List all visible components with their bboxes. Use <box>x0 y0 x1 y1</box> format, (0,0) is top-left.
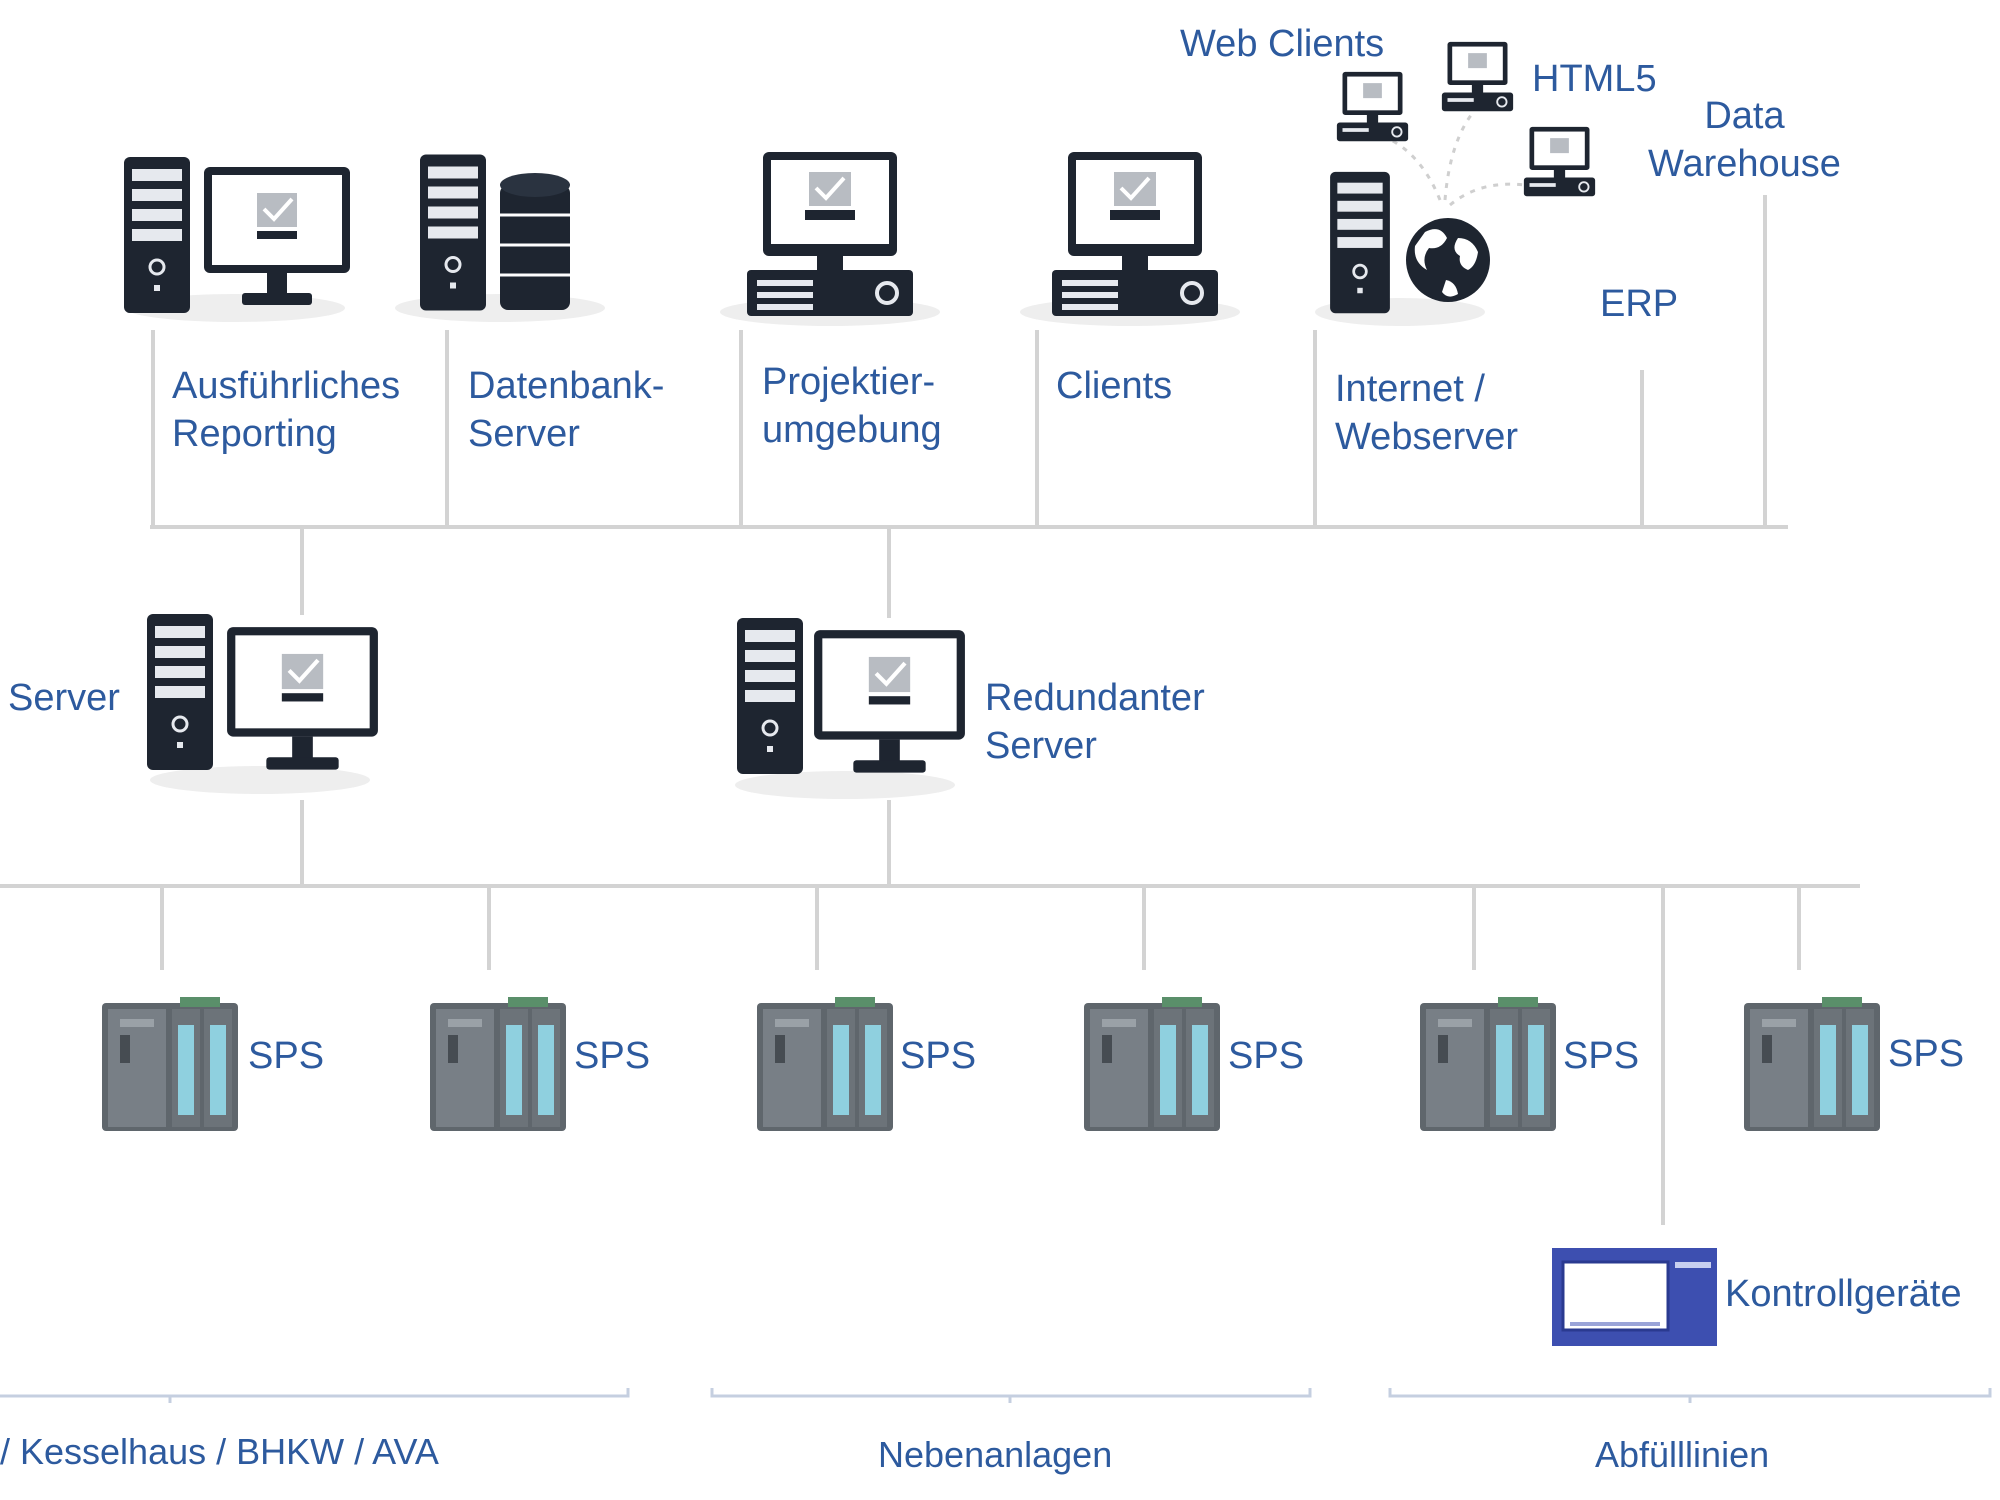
data-warehouse-label: Data Warehouse <box>1648 95 1841 185</box>
server-device <box>145 612 378 794</box>
server-label: Server <box>8 677 120 719</box>
plc-device <box>1420 997 1556 1131</box>
plc-device <box>430 997 566 1131</box>
client-workstation-device <box>1020 150 1240 326</box>
web-client-device <box>1440 40 1515 113</box>
web-client-links <box>1379 109 1526 207</box>
erp-label: ERP <box>1600 283 1679 325</box>
group-brackets <box>0 1388 1992 1403</box>
web-client-device <box>1522 125 1597 198</box>
control-devices-label: Kontrollgeräte <box>1725 1273 1962 1315</box>
database-server-label: Datenbank- Server <box>468 365 665 455</box>
plc-label: SPS <box>900 1035 977 1077</box>
group-label-middle: Nebenanlagen <box>878 1434 1113 1475</box>
web-client-device <box>1335 70 1410 143</box>
clients-label: Clients <box>1056 365 1173 407</box>
plc-device <box>757 997 893 1131</box>
web-clients-label: Web Clients <box>1180 23 1385 65</box>
plc-device <box>1744 997 1880 1131</box>
group-label-left: / Kesselhaus / BHKW / AVA <box>0 1431 439 1472</box>
plc-label: SPS <box>248 1035 325 1077</box>
globe-icon <box>1406 218 1490 302</box>
webserver-label: Internet / Webserver <box>1335 368 1519 458</box>
plc-device <box>102 997 238 1131</box>
reporting-label: Ausführliches Reporting <box>172 365 401 455</box>
engineering-environment-label: Projektier- umgebung <box>762 361 942 451</box>
group-label-right: Abfülllinien <box>1595 1434 1770 1475</box>
html5-label: HTML5 <box>1532 58 1657 100</box>
connection-lines <box>0 195 1860 1225</box>
engineering-workstation-device <box>720 150 940 326</box>
database-icon <box>500 173 570 310</box>
database-server-device <box>395 152 605 322</box>
plc-label: SPS <box>1563 1035 1640 1077</box>
plc-device <box>1084 997 1220 1131</box>
webserver-device <box>1315 170 1490 326</box>
plc-label: SPS <box>1228 1035 1305 1077</box>
plc-label: SPS <box>1888 1033 1965 1075</box>
redundant-server-device <box>735 616 965 799</box>
redundant-server-label: Redundanter Server <box>985 677 1205 767</box>
reporting-device <box>122 155 352 322</box>
plc-label: SPS <box>574 1035 651 1077</box>
control-device-panel <box>1552 1248 1717 1346</box>
